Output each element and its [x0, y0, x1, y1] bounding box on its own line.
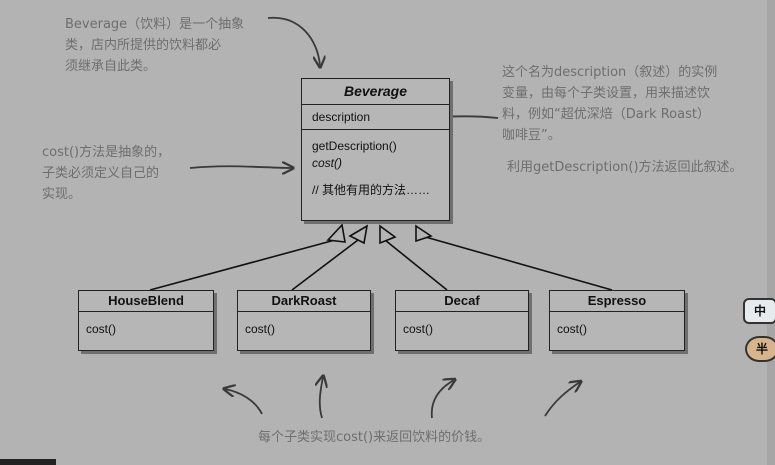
class-name: Beverage — [302, 79, 449, 105]
subclass-box-espresso: Espresso cost() — [549, 290, 685, 351]
inheritance-line-houseblend — [149, 239, 336, 291]
class-name: DarkRoast — [238, 291, 370, 312]
right-edge-strip — [767, 0, 775, 465]
inheritance-arrowhead — [379, 224, 397, 245]
field-description: description — [302, 105, 449, 130]
inheritance-arrowhead — [348, 224, 369, 245]
note-line: 料，例如“超优深焙（Dark Roast） — [502, 107, 710, 122]
beverage-class-box: Beverage description getDescription() co… — [301, 78, 450, 221]
note-line: 咖啡豆”。 — [502, 128, 561, 143]
methods-section: getDescription() cost() // 其他有用的方法…… — [302, 130, 449, 208]
subclass-box-houseblend: HouseBlend cost() — [78, 290, 214, 351]
corner-marker — [0, 459, 56, 465]
note-line: 实现。 — [42, 187, 82, 202]
note-line: 子类必须定义自己的 — [42, 166, 160, 181]
annotation-arrow — [267, 17, 320, 66]
method-cost: cost() — [86, 322, 116, 336]
note-line: 变量，由每个子类设置，用来描述饮 — [502, 86, 711, 101]
note-line: 须继承自此类。 — [65, 59, 157, 74]
inheritance-arrowhead — [326, 223, 346, 243]
note-line: Beverage（饮料）是一个抽象 — [65, 17, 245, 32]
annotation-arrow — [430, 380, 454, 419]
method-cost: cost() — [403, 322, 433, 336]
method-getdescription: getDescription() — [312, 139, 397, 153]
note-getdescription: 利用getDescription()方法返回此叙述。 — [507, 160, 743, 175]
note-line: 类，店内所提供的饮料都必 — [65, 38, 222, 53]
annotation-arrow — [225, 389, 263, 415]
note-description-variable: 这个名为description（叙述）的实例 变量，由每个子类设置，用来描述饮 … — [502, 62, 717, 146]
class-name: HouseBlend — [79, 291, 213, 312]
inheritance-arrowhead — [415, 224, 433, 243]
inheritance-line-darkroast — [291, 239, 359, 291]
note-line: cost()方法是抽象的， — [42, 145, 171, 160]
method-other: // 其他有用的方法…… — [312, 183, 431, 197]
floating-badge-ban[interactable]: 半 — [745, 336, 775, 362]
annotation-arrow — [544, 382, 580, 417]
note-subclass-cost: 每个子类实现cost()来返回饮料的价钱。 — [258, 430, 491, 445]
subclass-box-decaf: Decaf cost() — [395, 290, 529, 351]
method-cost: cost() — [312, 156, 342, 170]
annotation-arrow — [320, 377, 323, 419]
subclass-box-darkroast: DarkRoast cost() — [237, 290, 371, 351]
inheritance-line-espresso — [421, 235, 613, 291]
method-cost: cost() — [557, 322, 587, 336]
method-cost: cost() — [245, 322, 275, 336]
floating-badge-zhong[interactable]: 中 — [743, 298, 775, 324]
note-beverage-abstract: Beverage（饮料）是一个抽象 类，店内所提供的饮料都必 须继承自此类。 — [65, 14, 244, 77]
inheritance-line-decaf — [384, 239, 448, 291]
class-name: Espresso — [550, 291, 684, 312]
note-cost-abstract: cost()方法是抽象的， 子类必须定义自己的 实现。 — [42, 142, 170, 205]
note-line: 这个名为description（叙述）的实例 — [502, 65, 718, 80]
annotation-arrow — [189, 166, 292, 168]
class-name: Decaf — [396, 291, 528, 312]
